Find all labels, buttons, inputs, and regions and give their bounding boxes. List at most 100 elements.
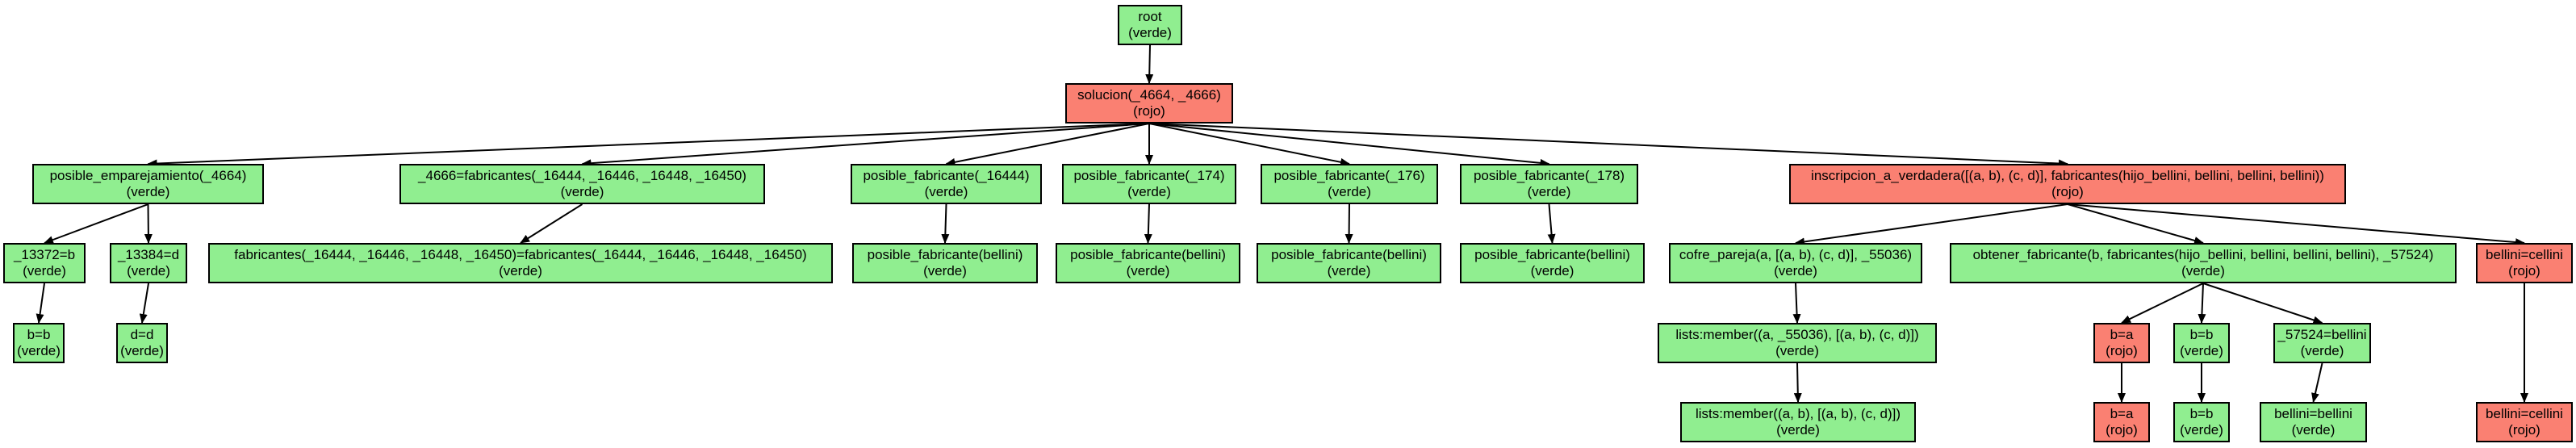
node-status: (verde)	[560, 184, 604, 199]
edge-sol-to-pf3	[1148, 123, 1350, 166]
node-status: (rojo)	[2051, 184, 2084, 199]
node-b-equals-b[interactable]: b=b(verde)	[2173, 402, 2230, 442]
node-unify-13384[interactable]: _13384=d(verde)	[110, 243, 187, 283]
node-label: lists:member((a, b), [(a, b), (c, d)])	[1695, 406, 1901, 421]
node-label: posible_fabricante(bellini)	[1271, 247, 1427, 262]
node-status: (verde)	[2291, 422, 2336, 438]
node-status: (verde)	[1128, 25, 1172, 40]
node-posible-emparejamiento[interactable]: posible_emparejamiento(_4664)(verde)	[32, 164, 264, 204]
node-status: (verde)	[2180, 343, 2223, 358]
node-status: (verde)	[924, 184, 968, 199]
edge-u13372-to-bb1	[36, 283, 45, 324]
node-fabricantes-assign[interactable]: _4666=fabricantes(_16444, _16446, _16448…	[399, 164, 765, 204]
node-label: _13384=d	[117, 247, 180, 262]
node-status: (verde)	[120, 343, 164, 358]
edge-sol-to-pe	[147, 123, 1150, 168]
edge-obt-to-u57524	[2202, 283, 2323, 324]
node-label: lists:member((a, _55036), [(a, b), (c, d…	[1675, 327, 1919, 342]
node-status: (verde)	[23, 263, 66, 278]
edge-ins-to-cofre	[1795, 203, 2068, 246]
edge-u13384-to-dd	[139, 283, 149, 324]
edge-fab-to-fabeq	[520, 203, 583, 244]
node-inscripcion-a-verdadera[interactable]: inscripcion_a_verdadera([(a, b), (c, d)]…	[1789, 164, 2346, 204]
node-posible-fabricante-bellini[interactable]: posible_fabricante(bellini)(verde)	[852, 243, 1038, 283]
edge-obt-to-bb2	[2198, 283, 2206, 324]
node-status: (rojo)	[1133, 103, 1165, 119]
node-label: fabricantes(_16444, _16446, _16448, _164…	[234, 247, 807, 262]
node-status: (verde)	[1530, 263, 1574, 278]
node-label: cofre_pareja(a, [(a, b), (c, d)], _55036…	[1679, 247, 1913, 262]
node-status: (verde)	[1327, 263, 1371, 278]
node-bellini-equals-cellini[interactable]: bellini=cellini(rojo)	[2476, 402, 2573, 442]
node-lists-member-bound[interactable]: lists:member((a, b), [(a, b), (c, d)])(v…	[1680, 402, 1916, 442]
node-status: (verde)	[1774, 263, 1817, 278]
node-label: bellini=bellini	[2274, 406, 2352, 421]
node-posible-fabricante-174[interactable]: posible_fabricante(_174)(verde)	[1062, 164, 1236, 204]
node-label: d=d	[130, 327, 154, 342]
node-label: b=b	[2189, 406, 2214, 421]
node-fabricantes-equality[interactable]: fabricantes(_16444, _16446, _16448, _164…	[208, 243, 833, 283]
node-label: b=b	[27, 327, 51, 342]
edge-pe-to-u13372	[44, 203, 148, 244]
node-label: posible_fabricante(_176)	[1273, 168, 1425, 183]
node-status: (verde)	[17, 343, 61, 358]
node-label: obtener_fabricante(b, fabricantes(hijo_b…	[1972, 247, 2434, 262]
node-root[interactable]: root(verde)	[1118, 5, 1182, 45]
node-label: root	[1138, 9, 1162, 24]
node-unify-13372[interactable]: _13372=b(verde)	[3, 243, 86, 283]
node-label: bellini=cellini	[2486, 406, 2563, 421]
edge-pf3-to-pfb3	[1344, 203, 1353, 244]
edge-pf4-to-pfb4	[1547, 203, 1556, 244]
node-label: posible_fabricante(_178)	[1473, 168, 1625, 183]
node-d-equals-d[interactable]: d=d(verde)	[116, 323, 168, 363]
node-label: b=a	[2110, 406, 2134, 421]
edge-pe-to-u13384	[144, 203, 153, 244]
edge-u57524-to-bellb	[2311, 362, 2323, 403]
node-posible-fabricante-16444[interactable]: posible_fabricante(_16444)(verde)	[851, 164, 1042, 204]
edge-sol-to-pf4	[1148, 123, 1550, 167]
node-status: (verde)	[1776, 422, 1820, 438]
node-label: bellini=cellini	[2486, 247, 2563, 262]
node-label: _57524=bellini	[2277, 327, 2367, 342]
node-bellini-equals-bellini[interactable]: bellini=bellini(verde)	[2260, 402, 2367, 442]
node-obtener-fabricante[interactable]: obtener_fabricante(b, fabricantes(hijo_b…	[1950, 243, 2457, 283]
node-posible-fabricante-bellini[interactable]: posible_fabricante(bellini)(verde)	[1257, 243, 1441, 283]
edge-pf1-to-pfb1	[941, 203, 950, 244]
edge-ins-to-obt	[2067, 203, 2204, 245]
node-status: (verde)	[1328, 184, 1371, 199]
node-label: posible_emparejamiento(_4664)	[49, 168, 247, 183]
node-label: posible_fabricante(_16444)	[863, 168, 1030, 183]
node-b-equals-b[interactable]: b=b(verde)	[2173, 323, 2230, 363]
node-solucion[interactable]: solucion(_4664, _4666)(rojo)	[1065, 83, 1233, 124]
node-label: posible_fabricante(bellini)	[1474, 247, 1630, 262]
node-cofre-pareja[interactable]: cofre_pareja(a, [(a, b), (c, d)], _55036…	[1669, 243, 1922, 283]
edge-sol-to-ins	[1148, 123, 2068, 168]
node-b-equals-a[interactable]: b=a(rojo)	[2093, 402, 2150, 442]
node-status: (verde)	[1127, 184, 1171, 199]
node-label: b=a	[2110, 327, 2134, 342]
node-b-equals-b[interactable]: b=b(verde)	[13, 323, 65, 363]
node-bellini-equals-cellini[interactable]: bellini=cellini(rojo)	[2476, 243, 2573, 283]
node-unify-57524[interactable]: _57524=bellini(verde)	[2273, 323, 2371, 363]
node-lists-member-unbound[interactable]: lists:member((a, _55036), [(a, b), (c, d…	[1658, 323, 1937, 363]
node-posible-fabricante-bellini[interactable]: posible_fabricante(bellini)(verde)	[1460, 243, 1645, 283]
node-label: _13372=b	[13, 247, 76, 262]
node-b-equals-a[interactable]: b=a(rojo)	[2093, 323, 2150, 363]
node-posible-fabricante-176[interactable]: posible_fabricante(_176)(verde)	[1261, 164, 1438, 204]
node-status: (rojo)	[2106, 343, 2138, 358]
node-label: inscripcion_a_verdadera([(a, b), (c, d)]…	[1811, 168, 2324, 183]
node-status: (verde)	[923, 263, 967, 278]
node-label: _4666=fabricantes(_16444, _16446, _16448…	[418, 168, 746, 183]
node-label: posible_fabricante(bellini)	[1070, 247, 1226, 262]
node-status: (rojo)	[2508, 263, 2540, 278]
node-posible-fabricante-178[interactable]: posible_fabricante(_178)(verde)	[1460, 164, 1638, 204]
node-label: b=b	[2189, 327, 2214, 342]
node-posible-fabricante-bellini[interactable]: posible_fabricante(bellini)(verde)	[1056, 243, 1240, 283]
edge-lm1-to-lm2	[1793, 362, 1802, 403]
edge-pf2-to-pfb2	[1144, 203, 1152, 244]
node-status: (verde)	[2181, 263, 2225, 278]
node-status: (verde)	[1527, 184, 1571, 199]
node-label: posible_fabricante(bellini)	[867, 247, 1023, 262]
